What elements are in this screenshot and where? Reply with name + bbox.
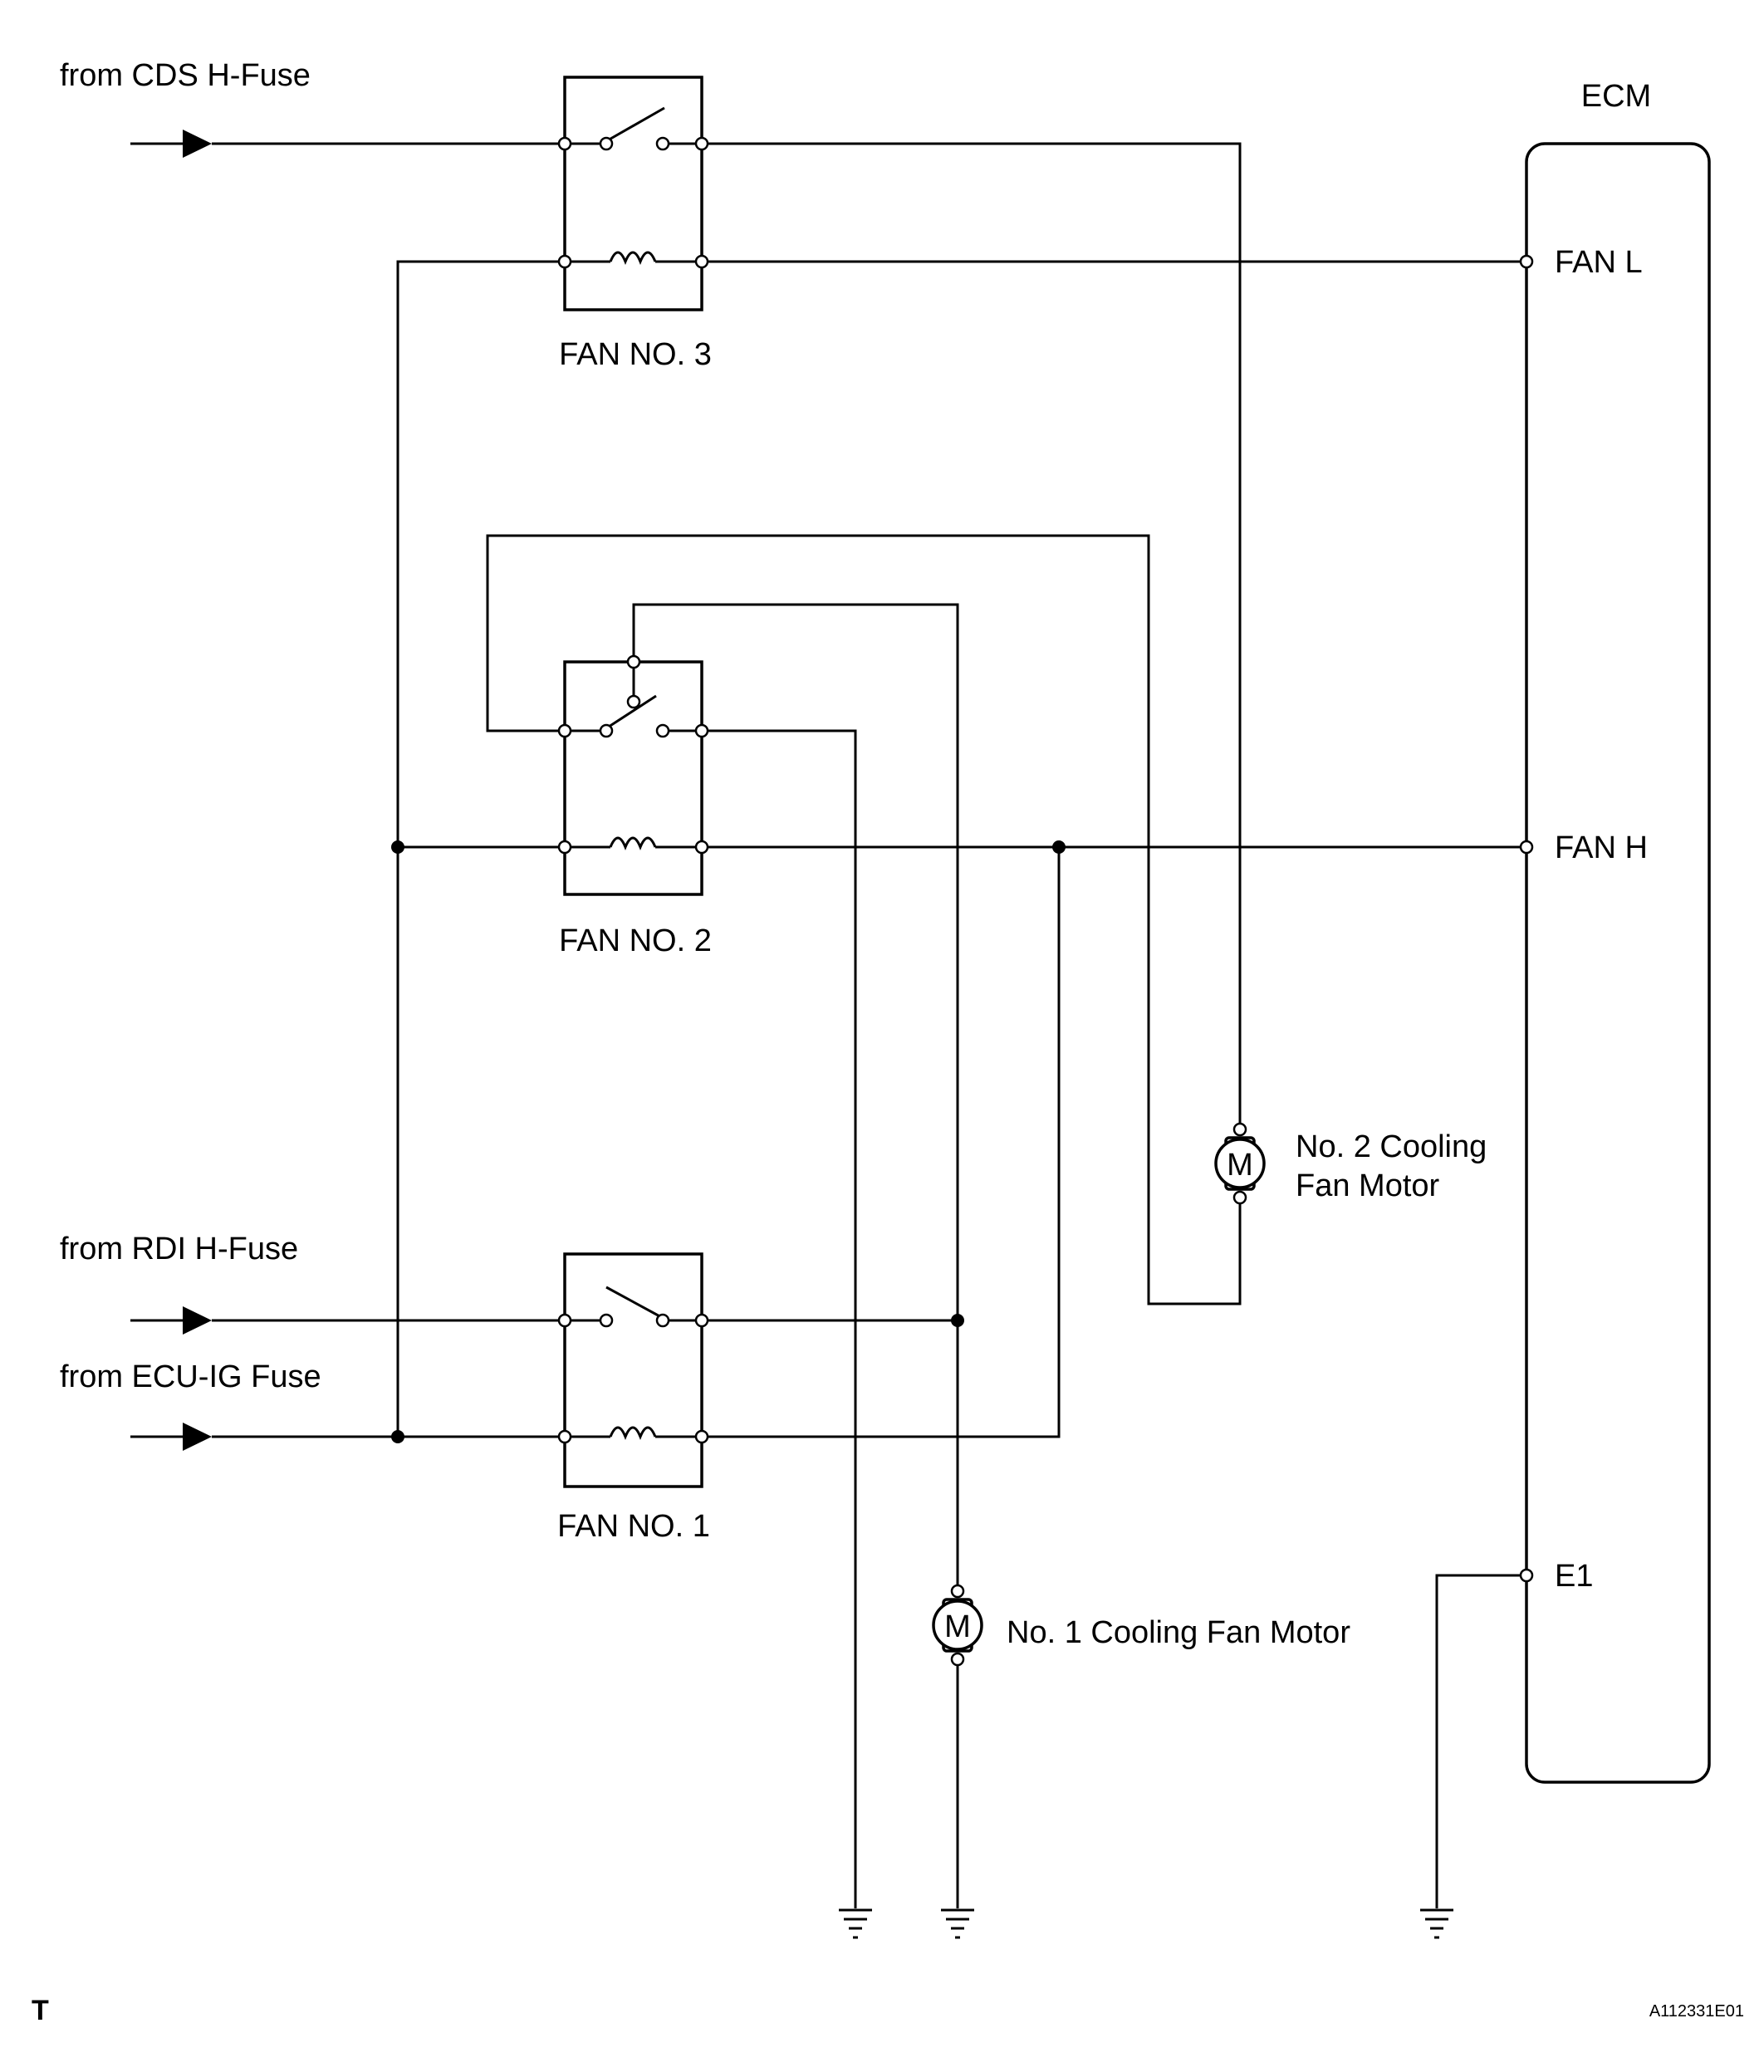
junctions [391,840,1066,1443]
ecm-box [1525,142,1711,1784]
source-arrow-rdi [130,1306,212,1335]
motor-no2-label-line2: Fan Motor [1296,1168,1440,1203]
source-label-ecu-ig: from ECU-IG Fuse [60,1359,321,1394]
motor-no1 [932,1584,983,1667]
source-label-rdi: from RDI H-Fuse [60,1232,298,1266]
relay-fan-no2 [557,654,709,896]
footer-left-mark: T [32,1995,49,2026]
ecm-terminal-e1 [1519,1568,1534,1583]
relay-fan-no1 [557,1252,709,1488]
motor-no1-label: No. 1 Cooling Fan Motor [1007,1615,1350,1650]
ground-symbol-3 [1420,1908,1453,1939]
relay-fan-no3 [557,76,709,311]
relay-label-fan-no3: FAN NO. 3 [559,337,712,372]
ecm-pin-fan-l: FAN L [1555,245,1643,280]
ecm-pin-fan-h: FAN H [1555,830,1648,865]
ecm-terminal-fan-h [1519,840,1534,855]
source-arrow-cds [130,130,212,158]
motor-no2-label-line1: No. 2 Cooling [1296,1129,1487,1164]
ecm-title: ECM [1581,79,1651,114]
ecm-terminal-fan-l [1519,254,1534,269]
motor-no1-symbol: M [944,1609,971,1644]
relay-label-fan-no1: FAN NO. 1 [557,1509,710,1544]
source-label-cds: from CDS H-Fuse [60,58,311,93]
motor-no2-symbol: M [1227,1148,1253,1183]
relay-label-fan-no2: FAN NO. 2 [559,923,712,958]
ground-symbol-1 [839,1908,872,1939]
motor-no2 [1214,1122,1266,1205]
source-arrow-ecu-ig [130,1423,212,1451]
ground-symbol-2 [941,1908,974,1939]
ecm-pin-e1: E1 [1555,1559,1593,1594]
wires [212,142,1526,1908]
figure-code: A112331E01 [1649,2002,1744,2021]
